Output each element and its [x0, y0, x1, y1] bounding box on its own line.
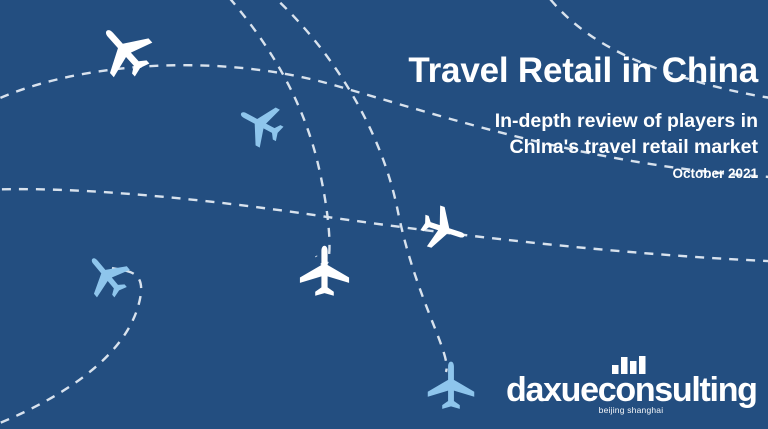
page-title: Travel Retail in China [408, 51, 758, 90]
flight-path-2 [0, 187, 768, 263]
airplane-icon-center [299, 245, 350, 296]
flight-path-1 [0, 64, 768, 179]
flight-path-6 [549, 0, 768, 99]
bar-chart-icon [612, 356, 646, 374]
flight-path-5 [0, 266, 143, 425]
daxue-consulting-logo: daxueconsulting beijing shanghai [506, 354, 758, 415]
publication-date: October 2021 [672, 166, 758, 181]
title-text-block: Travel Retail in China In-depth review o… [338, 50, 758, 183]
logo-wordmark: daxueconsulting [506, 371, 758, 409]
page-subtitle: In-depth review of players in China's tr… [338, 92, 758, 160]
airplane-icon-left-lower [91, 258, 130, 298]
airplane-icon-bottom [427, 361, 475, 409]
airplane-icon-upper-middle [240, 107, 284, 148]
airplane-icon-right [420, 205, 465, 248]
subtitle-line-2: China's travel retail market [509, 136, 758, 158]
airplane-icon-top-left [105, 30, 153, 78]
flight-path-4 [275, 0, 448, 373]
logo-tagline: beijing shanghai [598, 405, 664, 415]
subtitle-line-1: In-depth review of players in [494, 110, 758, 132]
